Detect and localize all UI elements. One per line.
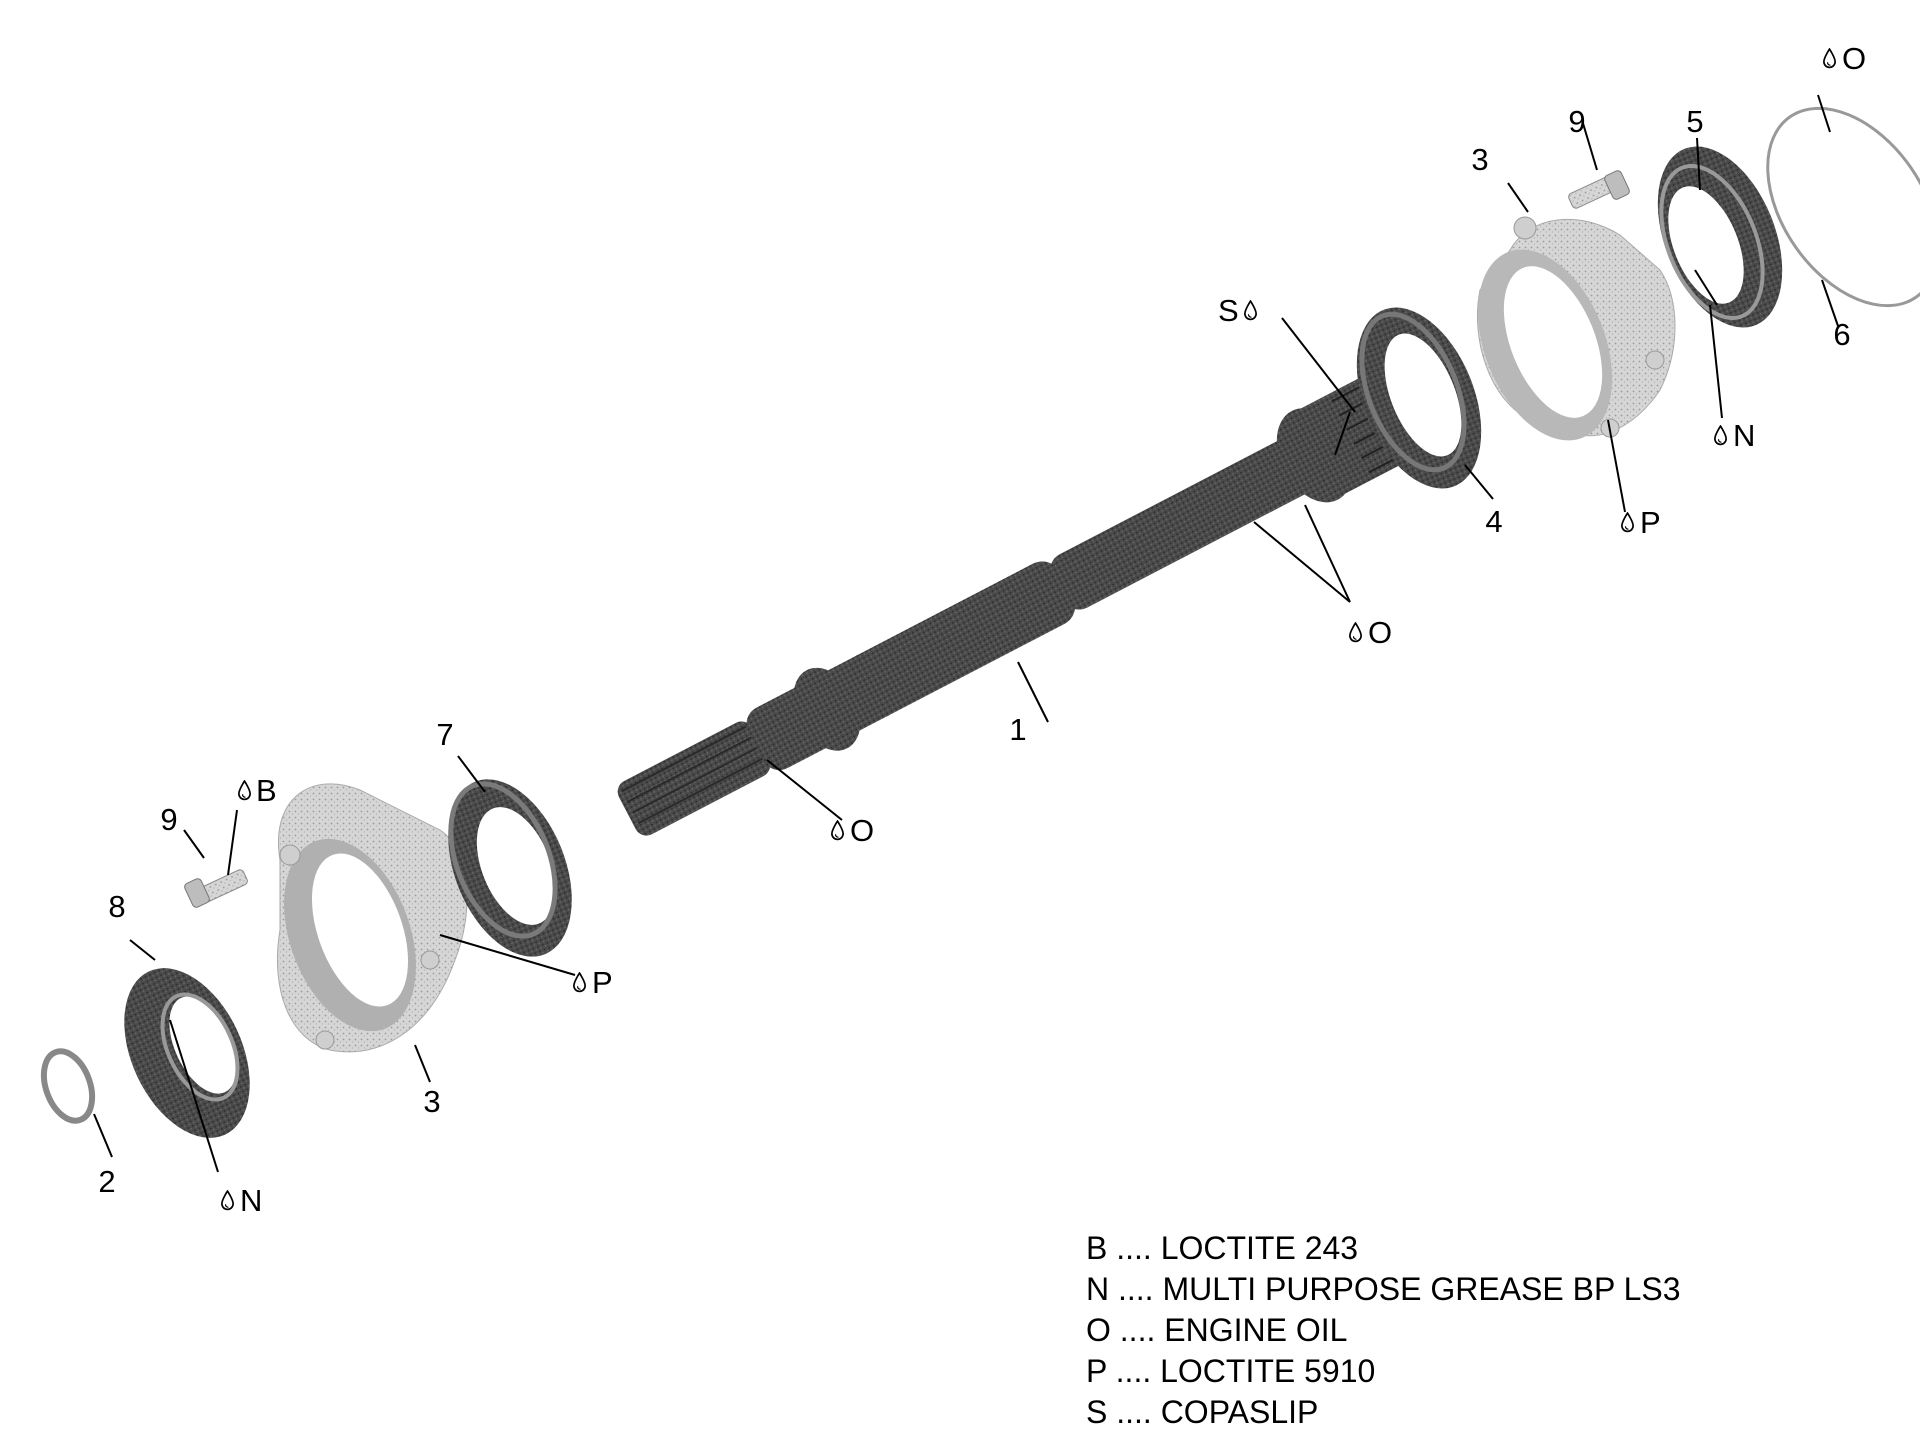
o-ring-part-6	[1766, 106, 1920, 308]
legend-dots: ....	[1116, 1394, 1152, 1430]
callout-letter: O	[1368, 615, 1392, 650]
legend-dots: ....	[1116, 1230, 1152, 1266]
legend-code: S	[1086, 1394, 1108, 1430]
drop-icon	[831, 820, 844, 841]
leader-lines	[93, 94, 1839, 1173]
drop-icon	[1244, 300, 1257, 321]
bolt-part-9-right	[1568, 170, 1630, 209]
lubricant-legend: B .... LOCTITE 243 N .... MULTI PURPOSE …	[1086, 1228, 1681, 1433]
callout-letter: P	[592, 965, 613, 1000]
callout-p-left: P	[573, 965, 613, 1000]
callout-p-right: P	[1621, 505, 1661, 540]
legend-row: P .... LOCTITE 5910	[1086, 1351, 1681, 1392]
label-part-3-left: 3	[423, 1084, 440, 1119]
drop-icon	[221, 1190, 234, 1211]
legend-row: O .... ENGINE OIL	[1086, 1310, 1681, 1351]
legend-desc: LOCTITE 243	[1160, 1230, 1359, 1266]
bearing-housing-part-3-left	[276, 783, 468, 1053]
label-part-7: 7	[436, 717, 453, 752]
drop-icon	[1621, 512, 1634, 533]
callout-letter: P	[1640, 505, 1661, 540]
bolt-part-9-left	[184, 869, 248, 908]
label-part-1: 1	[1009, 712, 1026, 747]
legend-desc: ENGINE OIL	[1164, 1312, 1348, 1348]
legend-row: S .... COPASLIP	[1086, 1392, 1681, 1433]
callout-b-left: B	[238, 773, 277, 808]
legend-code: N	[1086, 1271, 1110, 1307]
drop-icon	[1349, 622, 1362, 643]
label-part-4: 4	[1485, 504, 1502, 539]
callout-o-shaft: O	[831, 813, 874, 848]
drop-icon	[1823, 48, 1836, 69]
callout-o-top: O	[1823, 41, 1866, 76]
label-part-2: 2	[98, 1164, 115, 1199]
callout-letter: B	[256, 773, 277, 808]
circlip-part-2	[40, 1048, 96, 1124]
legend-code: O	[1086, 1312, 1111, 1348]
legend-code: P	[1086, 1353, 1107, 1389]
callout-n-left: N	[221, 1183, 262, 1218]
bearing-housing-part-3-right	[1476, 216, 1676, 441]
callout-letter: N	[1733, 418, 1755, 453]
oil-seal-part-8	[124, 968, 250, 1138]
shaft-part-1	[617, 358, 1441, 836]
label-part-5: 5	[1686, 104, 1703, 139]
drop-icon	[1714, 425, 1727, 446]
drop-icon	[238, 780, 251, 801]
label-part-6: 6	[1833, 317, 1850, 352]
drop-icon	[573, 972, 586, 993]
callout-letter: N	[240, 1183, 262, 1218]
oil-seal-part-5	[1657, 146, 1783, 328]
callout-letter: S	[1218, 293, 1239, 328]
oil-seal-part-7	[448, 779, 572, 957]
legend-desc: MULTI PURPOSE GREASE BP LS3	[1162, 1271, 1681, 1307]
legend-dots: ....	[1118, 1271, 1154, 1307]
legend-dots: ....	[1119, 1312, 1156, 1348]
callout-o-spline: O	[1349, 615, 1392, 650]
label-part-3-right: 3	[1471, 142, 1488, 177]
legend-code: B	[1086, 1230, 1108, 1266]
callout-s-top: S	[1218, 293, 1257, 328]
legend-row: B .... LOCTITE 243	[1086, 1228, 1681, 1269]
legend-desc: LOCTITE 5910	[1160, 1353, 1376, 1389]
oil-seal-part-4	[1356, 307, 1482, 489]
legend-row: N .... MULTI PURPOSE GREASE BP LS3	[1086, 1269, 1681, 1310]
label-part-8: 8	[108, 889, 125, 924]
label-part-9-right: 9	[1568, 104, 1585, 139]
callout-n-right: N	[1714, 418, 1755, 453]
callout-letter: O	[850, 813, 874, 848]
label-part-9-left: 9	[160, 802, 177, 837]
legend-desc: COPASLIP	[1160, 1394, 1319, 1430]
callout-letter: O	[1842, 41, 1866, 76]
legend-dots: ....	[1115, 1353, 1152, 1389]
